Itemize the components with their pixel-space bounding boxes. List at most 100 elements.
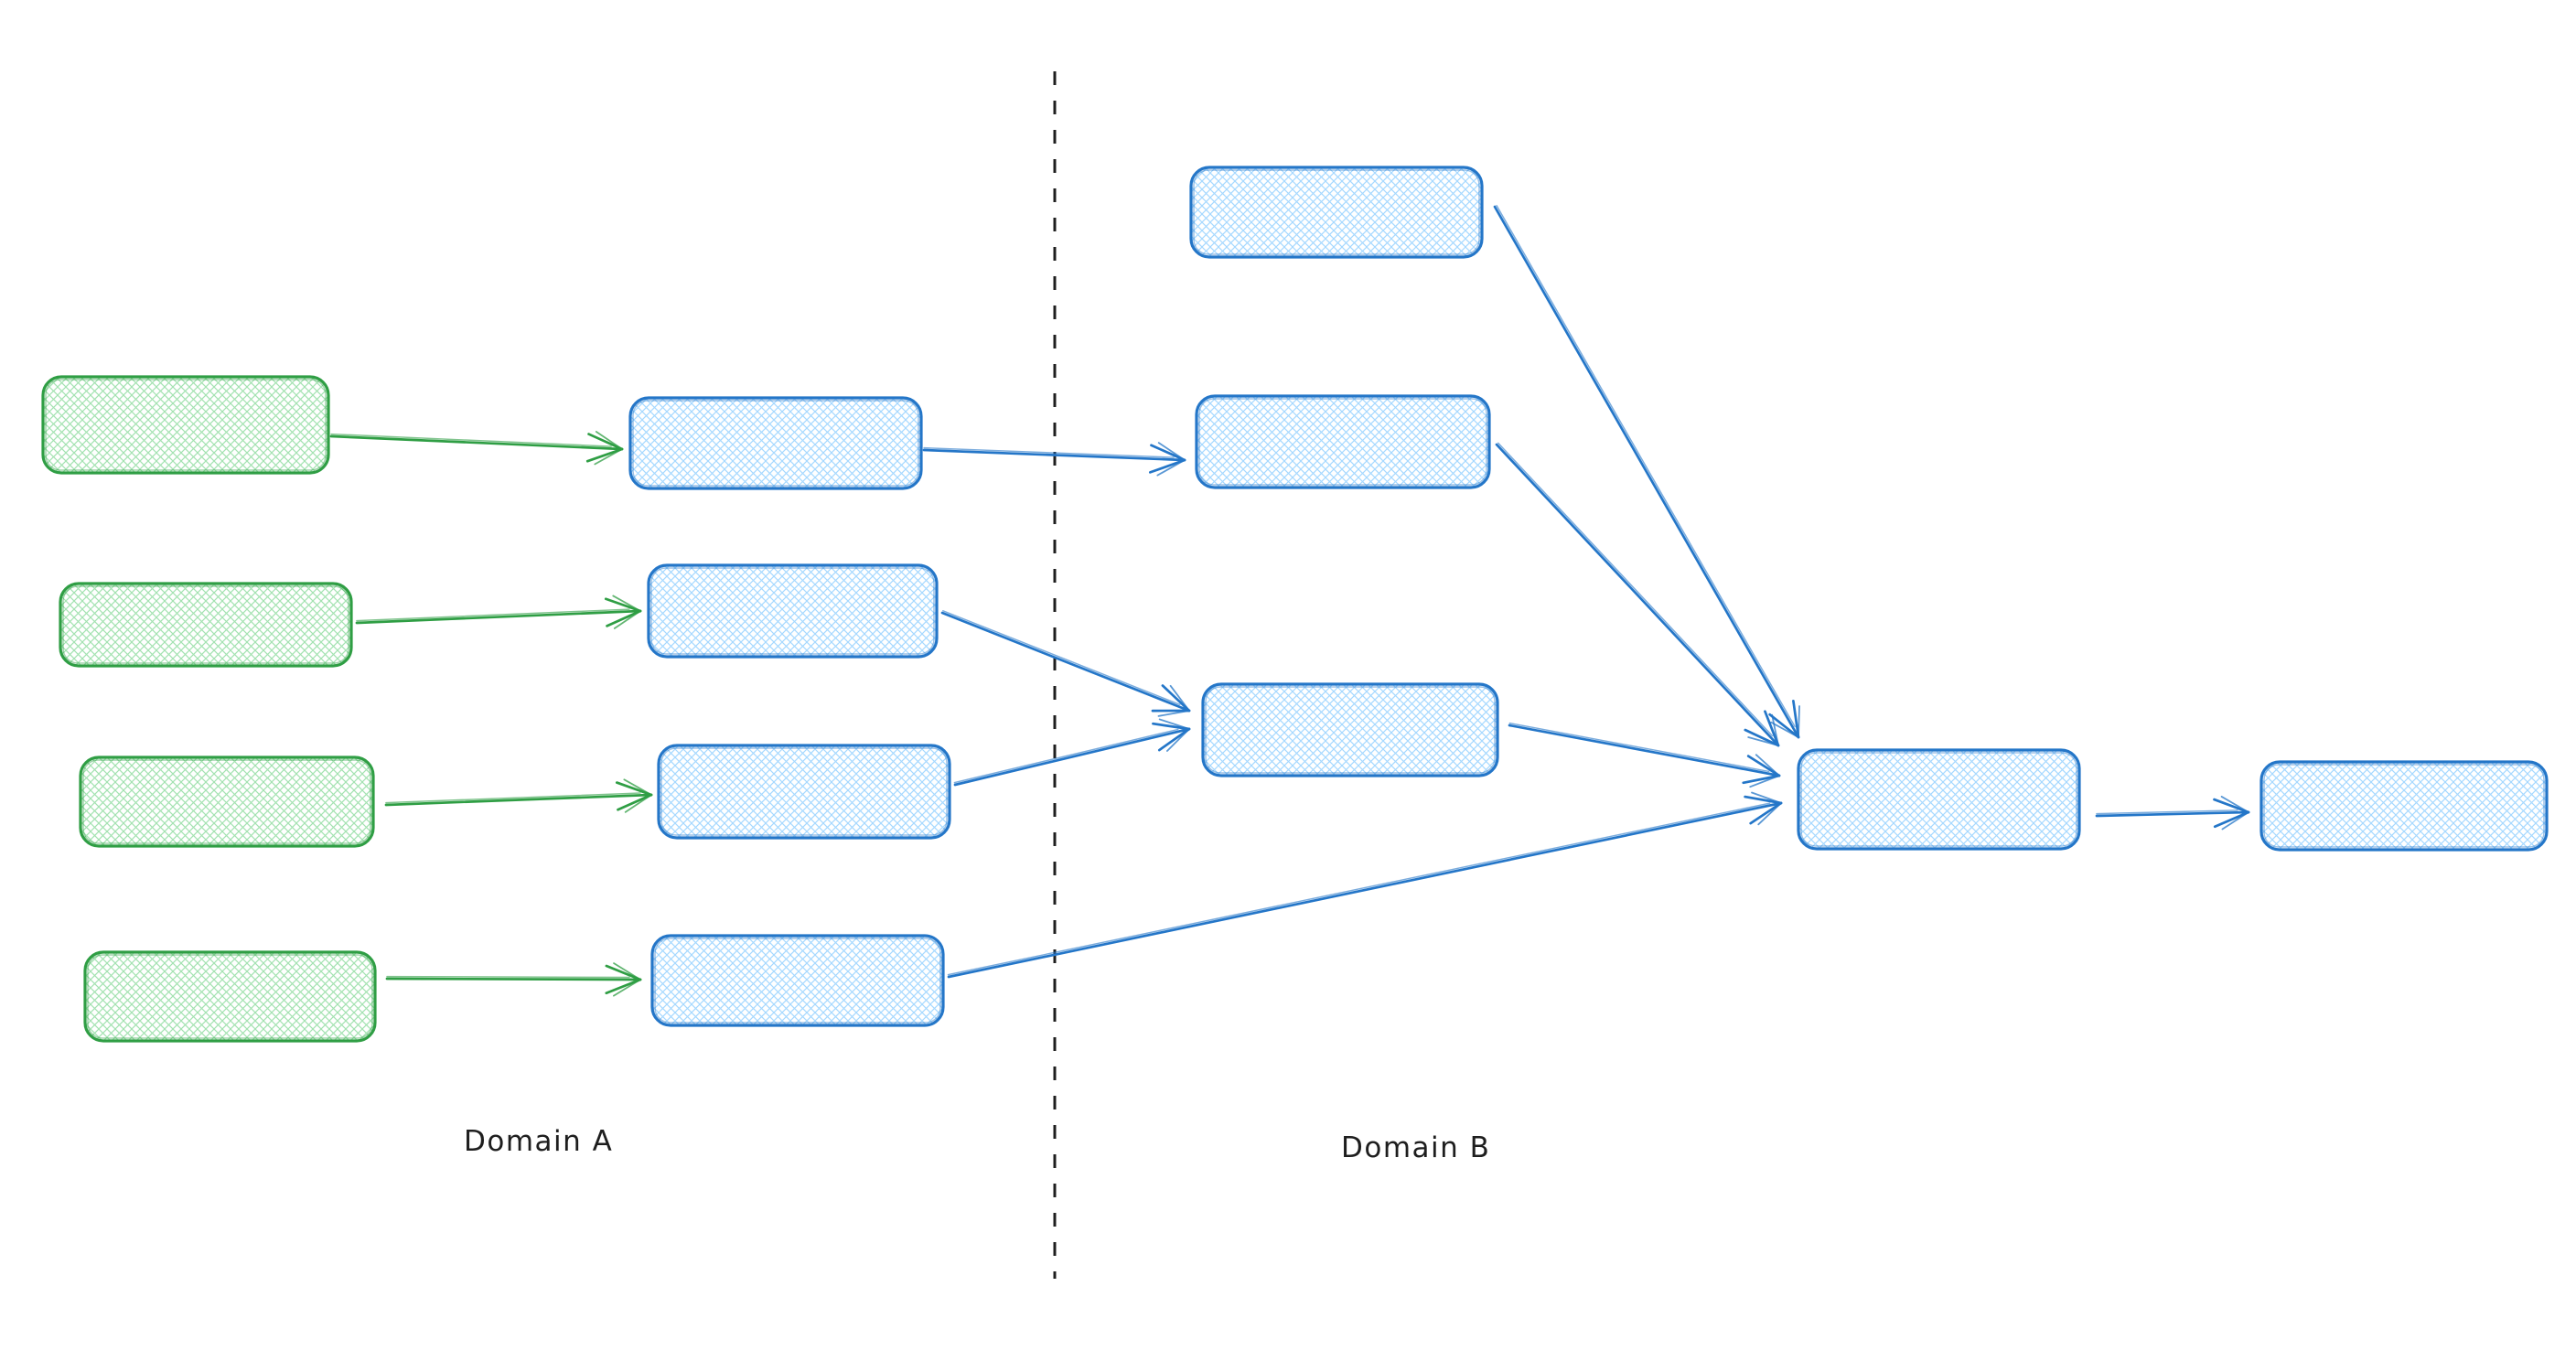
- edge-a4-to-merge-arrowhead-upper-barb: [1749, 801, 1783, 825]
- node-blue-b2-sketch-stroke: [1198, 398, 1487, 486]
- edge-a4-to-merge-arrowhead-upper-barb: [1757, 802, 1782, 826]
- node-blue-b3-sketch-stroke: [1205, 686, 1496, 774]
- edge-a1-to-b2-shaft: [922, 448, 1186, 462]
- node-blue-output-sketch-stroke: [2263, 764, 2545, 848]
- edge-merge-to-output[interactable]: [2095, 796, 2250, 831]
- edge-b1-to-merge-arrowhead-upper-barb: [1768, 713, 1800, 739]
- edge-a3-to-b3-shaft: [953, 727, 1191, 787]
- node-blue-merge[interactable]: [1797, 748, 2081, 851]
- edge-g3-to-a3-shaft: [384, 793, 653, 807]
- edge-g2-to-a2-arrowhead-upper-barb: [613, 610, 641, 629]
- node-blue-a2[interactable]: [647, 563, 939, 659]
- node-blue-a1-box: [628, 396, 923, 490]
- edge-b1-to-merge[interactable]: [1493, 205, 1800, 739]
- edge-merge-to-output-arrowhead-lower-barb: [2213, 798, 2250, 814]
- edge-g4-to-a4-arrowhead-upper-barb: [613, 979, 641, 997]
- edge-g3-to-a3-arrowhead-upper-barb: [624, 794, 652, 813]
- node-blue-output-box: [2259, 760, 2549, 852]
- node-blue-a4[interactable]: [650, 934, 945, 1027]
- edge-merge-to-output-shaft: [2095, 810, 2250, 818]
- node-blue-a2-box: [647, 563, 939, 659]
- domain-a-label[interactable]: Domain A: [464, 1125, 614, 1158]
- node-blue-b2[interactable]: [1195, 394, 1491, 489]
- node-blue-output[interactable]: [2259, 760, 2549, 852]
- edge-b2-to-merge-arrowhead-lower-barb: [1764, 710, 1780, 747]
- edge-g1-to-a1[interactable]: [329, 431, 624, 466]
- domain-b-label[interactable]: Domain B: [1341, 1131, 1491, 1164]
- edge-b3-to-merge-shaft-sketch: [1508, 722, 1770, 773]
- edge-b3-to-merge[interactable]: [1508, 722, 1781, 788]
- node-green-source-1[interactable]: [41, 375, 330, 475]
- node-blue-merge-box: [1797, 748, 2081, 851]
- edge-g4-to-a4-arrowhead-lower-barb: [613, 962, 641, 981]
- edge-g1-to-a1-arrowhead-upper-barb: [594, 448, 623, 466]
- edge-a4-to-merge-shaft-sketch: [947, 802, 1771, 976]
- edge-merge-to-output-arrowhead-lower-barb: [2220, 796, 2249, 813]
- edge-g4-to-a4-shaft: [385, 977, 642, 981]
- edge-a2-to-b3-arrowhead-lower-barb: [1169, 684, 1190, 712]
- edge-a2-to-b3[interactable]: [940, 610, 1191, 717]
- edge-g2-to-a2-shaft-sketch: [356, 608, 630, 622]
- edge-a2-to-b3-shaft: [940, 611, 1191, 713]
- edge-a3-to-b3[interactable]: [953, 718, 1191, 787]
- node-green-source-3[interactable]: [79, 756, 375, 848]
- edge-a3-to-b3-arrowhead-upper-barb: [1157, 727, 1191, 752]
- edge-g3-to-a3[interactable]: [384, 778, 653, 813]
- edge-g4-to-a4[interactable]: [385, 962, 642, 997]
- edge-g3-to-a3-shaft-sketch: [385, 792, 641, 804]
- edge-a1-to-b2-arrowhead-lower-barb: [1157, 442, 1186, 461]
- edge-g2-to-a2-arrowhead-lower-barb: [612, 595, 641, 612]
- node-green-source-4[interactable]: [83, 950, 377, 1043]
- node-blue-a3-sketch-stroke: [660, 747, 948, 836]
- edge-a2-to-b3-arrowhead-upper-barb: [1157, 710, 1190, 717]
- node-blue-b1[interactable]: [1189, 166, 1484, 259]
- edge-a3-to-b3-arrowhead-lower-barb: [1152, 722, 1191, 731]
- edge-g4-to-a4-shaft-sketch: [386, 975, 630, 979]
- node-green-source-3-box: [79, 756, 375, 848]
- edge-g1-to-a1-shaft: [329, 434, 624, 451]
- edge-b3-to-merge-shaft: [1508, 724, 1781, 777]
- edge-b1-to-merge-arrowhead-lower-barb: [1792, 700, 1800, 739]
- node-blue-a2-sketch-stroke: [650, 567, 935, 655]
- node-blue-a3-box: [657, 744, 951, 840]
- node-blue-b3[interactable]: [1201, 682, 1499, 777]
- edge-a1-to-b2-arrowhead-lower-barb: [1150, 444, 1186, 462]
- node-blue-a4-box: [650, 934, 945, 1027]
- node-green-source-2[interactable]: [59, 582, 353, 668]
- edge-a4-to-merge-arrowhead-lower-barb: [1751, 791, 1782, 804]
- edge-a3-to-b3-shaft-sketch: [953, 728, 1179, 784]
- edge-g3-to-a3-arrowhead-lower-barb: [623, 778, 652, 796]
- edge-b1-to-merge-arrowhead-lower-barb: [1798, 705, 1800, 738]
- node-green-source-1-box: [41, 375, 330, 475]
- edge-b2-to-merge-arrowhead-upper-barb: [1747, 736, 1779, 746]
- edge-b2-to-merge-shaft: [1495, 443, 1780, 747]
- node-green-source-1-sketch-stroke: [45, 379, 327, 471]
- node-green-source-2-sketch-stroke: [62, 585, 349, 664]
- node-blue-a1[interactable]: [628, 396, 923, 490]
- edge-a1-to-b2-arrowhead-upper-barb: [1156, 459, 1186, 477]
- edge-g3-to-a3-arrowhead-upper-barb: [617, 793, 653, 811]
- edge-g2-to-a2[interactable]: [355, 595, 642, 629]
- edge-a4-to-merge[interactable]: [947, 791, 1783, 979]
- edge-b3-to-merge-arrowhead-lower-barb: [1755, 754, 1780, 777]
- edge-a1-to-b2[interactable]: [922, 442, 1186, 477]
- node-blue-a3[interactable]: [657, 744, 951, 840]
- edge-b3-to-merge-arrowhead-upper-barb: [1749, 775, 1780, 788]
- edge-b1-to-merge-shaft-sketch: [1496, 205, 1796, 728]
- edge-a3-to-b3-arrowhead-lower-barb: [1158, 718, 1190, 730]
- node-green-source-2-box: [59, 582, 353, 668]
- edge-g1-to-a1-shaft-sketch: [330, 433, 612, 447]
- edge-b2-to-merge-shaft-sketch: [1497, 442, 1774, 737]
- edge-b2-to-merge-arrowhead-upper-barb: [1744, 728, 1780, 747]
- edge-g1-to-a1-arrowhead-lower-barb: [595, 431, 623, 450]
- edge-g1-to-a1-arrowhead-upper-barb: [585, 447, 624, 463]
- node-green-source-4-box: [83, 950, 377, 1043]
- edge-b2-to-merge[interactable]: [1495, 442, 1780, 747]
- edge-g4-to-a4-arrowhead-upper-barb: [605, 978, 642, 995]
- node-blue-b1-box: [1189, 166, 1484, 259]
- edge-b2-to-merge-arrowhead-lower-barb: [1771, 713, 1779, 746]
- edge-merge-to-output-arrowhead-upper-barb: [2221, 811, 2249, 831]
- node-blue-b3-box: [1201, 682, 1499, 777]
